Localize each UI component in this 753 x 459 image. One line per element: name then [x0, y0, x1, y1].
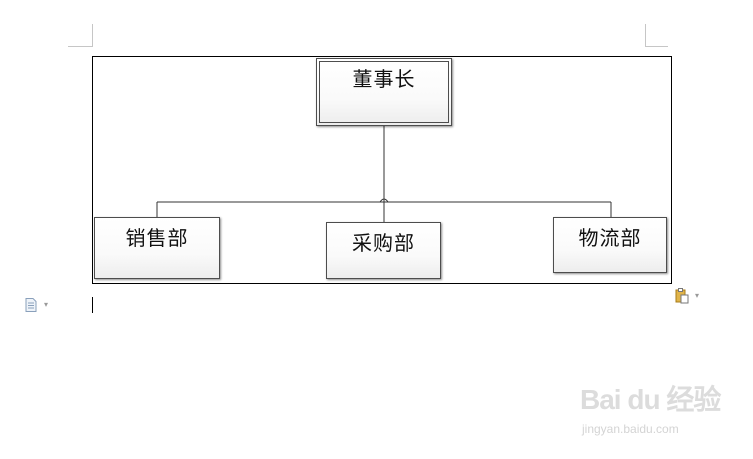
org-chart-canvas[interactable]: [92, 56, 672, 284]
org-node-label: 销售部: [125, 226, 189, 250]
crop-mark: [646, 46, 668, 47]
crop-mark: [645, 24, 646, 47]
chevron-down-icon[interactable]: ▾: [44, 300, 49, 309]
text-cursor: [92, 297, 93, 313]
org-node-label: 物流部: [578, 226, 642, 250]
watermark-url: jingyan.baidu.com: [582, 422, 679, 436]
document-icon[interactable]: [25, 297, 37, 312]
org-node-label: 董事长: [352, 67, 416, 91]
watermark-logo: Bai du 经验: [580, 384, 721, 415]
crop-mark: [68, 46, 92, 47]
watermark: Bai du 经验 jingyan.baidu.com: [580, 378, 750, 442]
org-node-logistics[interactable]: 物流部: [553, 217, 667, 273]
crop-mark: [92, 24, 93, 47]
org-node-label: 采购部: [352, 231, 415, 255]
clipboard-paste-icon[interactable]: [675, 288, 689, 304]
org-node-purchasing[interactable]: 采购部: [326, 222, 441, 279]
org-node-chairman[interactable]: 董事长: [316, 58, 452, 126]
chevron-down-icon[interactable]: ▾: [695, 291, 700, 300]
org-node-sales[interactable]: 销售部: [94, 217, 220, 279]
